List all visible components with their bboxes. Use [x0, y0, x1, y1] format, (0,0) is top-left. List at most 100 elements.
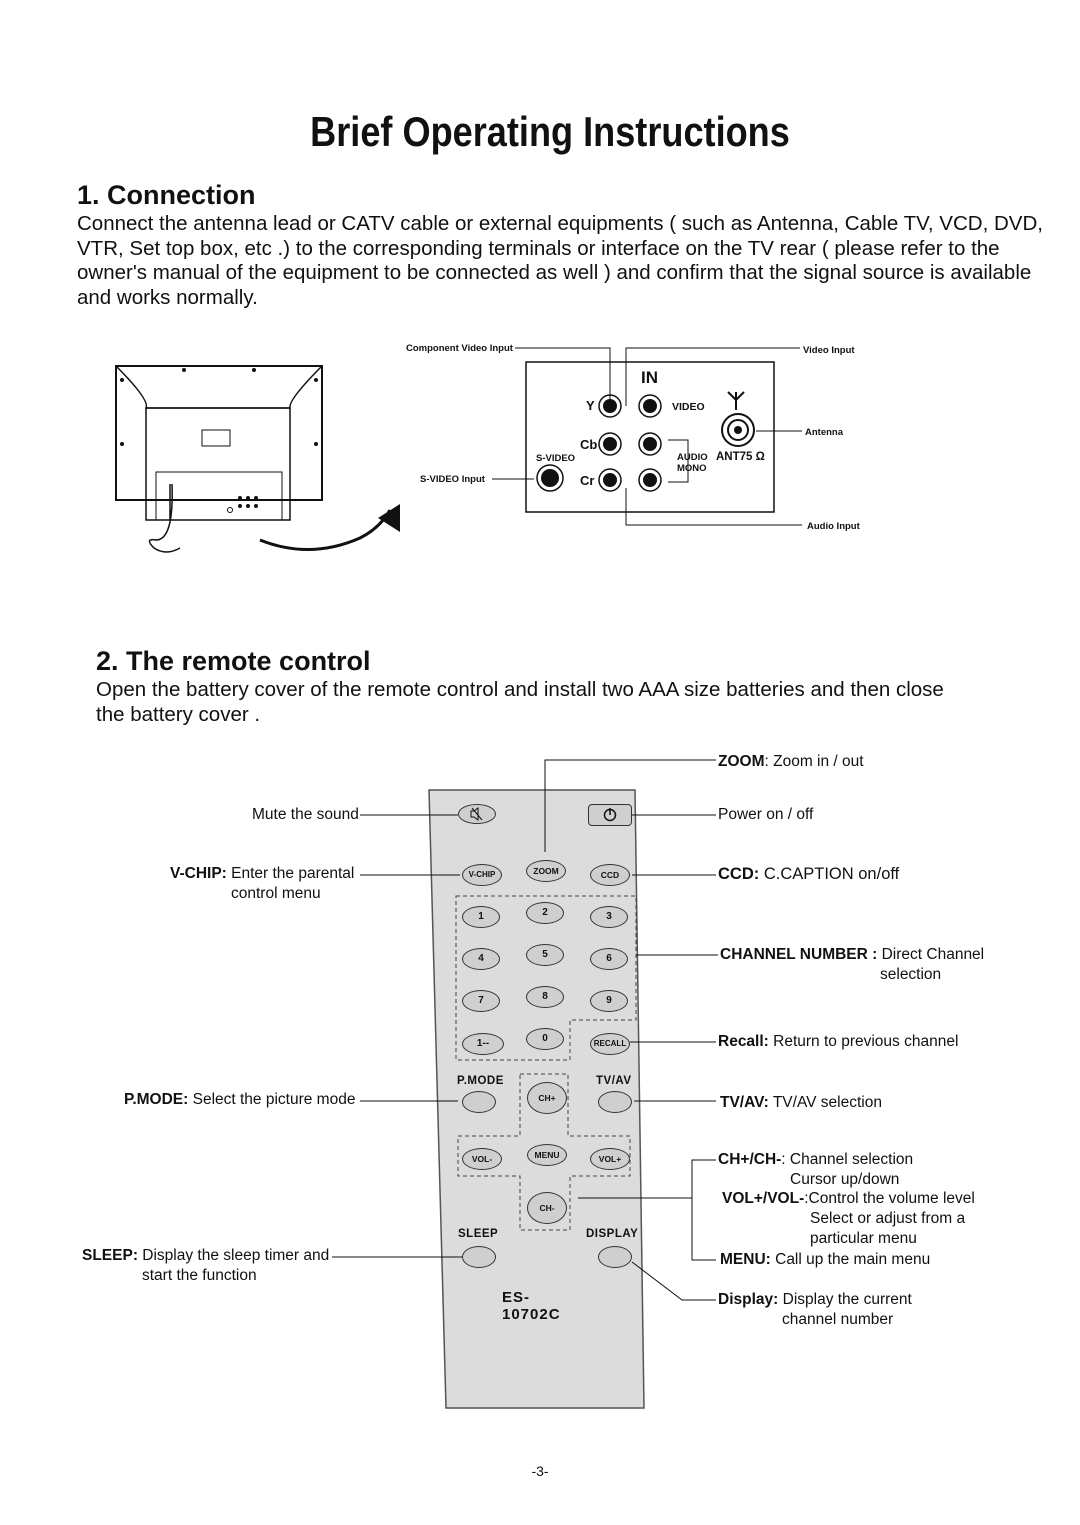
- volume-label-line3: particular menu: [810, 1230, 917, 1247]
- pmode-label: P.MODE: Select the picture mode: [124, 1090, 355, 1110]
- ccd-label: CCD: C.CAPTION on/off: [718, 864, 899, 884]
- power-label: Power on / off: [718, 806, 814, 823]
- zoom-label: ZOOM: Zoom in / out: [718, 752, 864, 772]
- menu-label-text: Call up the main menu: [770, 1251, 931, 1268]
- pmode-label-text: Select the picture mode: [188, 1091, 356, 1108]
- section-1-line: Connect the antenna lead or CATV cable o…: [77, 212, 1043, 235]
- volume-down-button[interactable]: VOL-: [462, 1148, 502, 1170]
- vchip-label: V-CHIP: Enter the parental: [170, 864, 354, 884]
- ccd-label-text: C.CAPTION on/off: [759, 865, 900, 883]
- section-1-text: Connect the antenna lead or CATV cable o…: [77, 212, 1077, 310]
- vchip-label-text: Enter the parental: [226, 865, 355, 882]
- ant-label: ANT75 Ω: [716, 451, 765, 463]
- sleep-label-line2: start the function: [142, 1267, 257, 1284]
- section-1-line: and works normally.: [77, 285, 258, 309]
- page-number: -3-: [531, 1463, 549, 1479]
- digit-3-button[interactable]: 3: [590, 906, 628, 928]
- channel-down-button[interactable]: CH-: [527, 1192, 567, 1224]
- svideo-label: S-VIDEO: [536, 453, 576, 464]
- sleep-label: SLEEP: Display the sleep timer and: [82, 1246, 329, 1266]
- digit-9-button[interactable]: 9: [590, 990, 628, 1012]
- sleep-button[interactable]: [462, 1246, 496, 1268]
- section-2-line: the battery cover .: [96, 702, 261, 726]
- mute-label: Mute the sound: [252, 806, 359, 823]
- menu-label: MENU: Call up the main menu: [720, 1250, 930, 1270]
- section-2-text: Open the battery cover of the remote con…: [96, 678, 996, 727]
- tvav-label-text: TV/AV selection: [768, 1094, 882, 1111]
- channel-up-button[interactable]: CH+: [527, 1082, 567, 1114]
- zoom-label-key: ZOOM: [718, 753, 765, 770]
- channel-number-label-key: CHANNEL NUMBER :: [720, 946, 878, 963]
- digit-1-button[interactable]: 1: [462, 906, 500, 928]
- volume-up-button[interactable]: VOL+: [590, 1148, 630, 1170]
- digit-5-button[interactable]: 5: [526, 944, 564, 966]
- volume-label-line2: Select or adjust from a: [810, 1210, 966, 1227]
- ccd-label-key: CCD:: [718, 865, 760, 883]
- remote-model-label: ES-10702C: [502, 1289, 561, 1323]
- power-icon: [603, 808, 617, 822]
- section-2-line: Open the battery cover of the remote con…: [96, 678, 944, 701]
- page-title: Brief Operating Instructions: [310, 108, 790, 155]
- menu-button[interactable]: MENU: [527, 1144, 567, 1166]
- pmode-button[interactable]: [462, 1091, 496, 1113]
- tvav-key-label: TV/AV: [596, 1075, 632, 1087]
- mute-button[interactable]: [458, 804, 496, 824]
- audio-input-label: Audio Input: [807, 521, 860, 532]
- video-input-label: Video Input: [803, 345, 855, 356]
- sleep-label-text: Display the sleep timer and: [137, 1247, 330, 1264]
- tv-rear-illustration: [115, 365, 400, 553]
- digit-8-button[interactable]: 8: [526, 986, 564, 1008]
- recall-label-text: Return to previous channel: [768, 1033, 959, 1050]
- in-label: IN: [641, 368, 658, 387]
- tvav-label: TV/AV: TV/AV selection: [720, 1093, 882, 1113]
- audio-label: AUDIO: [677, 452, 708, 463]
- cb-label: Cb: [580, 437, 598, 452]
- one-dash-button[interactable]: 1--: [462, 1033, 504, 1055]
- section-2-heading: 2. The remote control: [96, 646, 371, 676]
- channel-number-label: CHANNEL NUMBER : Direct Channel: [720, 945, 984, 965]
- svideo-input-label: S-VIDEO Input: [420, 474, 485, 485]
- zoom-button[interactable]: ZOOM: [526, 860, 566, 882]
- zoom-label-text: : Zoom in / out: [764, 753, 864, 770]
- digit-6-button[interactable]: 6: [590, 948, 628, 970]
- sleep-key-label: SLEEP: [458, 1228, 499, 1240]
- component-video-input-label: Component Video Input: [406, 343, 513, 354]
- channel-number-label-line2: selection: [880, 966, 942, 983]
- digit-2-button[interactable]: 2: [526, 902, 564, 924]
- channel-number-label-text: Direct Channel: [877, 946, 985, 963]
- cr-label: Cr: [580, 473, 595, 488]
- digit-4-button[interactable]: 4: [462, 948, 500, 970]
- volume-label: VOL+/VOL-:Control the volume level: [722, 1189, 975, 1209]
- channel-label-line2: Cursor up/down: [790, 1171, 900, 1188]
- recall-label-key: Recall:: [718, 1033, 769, 1050]
- digit-7-button[interactable]: 7: [462, 990, 500, 1012]
- antenna-label: Antenna: [805, 427, 843, 438]
- section-1-line: owner's manual of the equipment to be co…: [77, 261, 1032, 284]
- sleep-label-key: SLEEP:: [82, 1247, 138, 1264]
- channel-label-text: : Channel selection: [781, 1151, 914, 1168]
- recall-button[interactable]: RECALL: [590, 1033, 630, 1055]
- video-label: VIDEO: [672, 401, 705, 413]
- channel-label-key: CH+/CH-: [718, 1151, 782, 1168]
- connector-panel-diagram: [492, 347, 802, 526]
- mono-label: MONO: [677, 463, 707, 474]
- pmode-key-label: P.MODE: [457, 1075, 504, 1087]
- volume-label-key: VOL+/VOL-: [722, 1190, 805, 1207]
- digit-0-button[interactable]: 0: [526, 1028, 564, 1050]
- power-button[interactable]: [588, 804, 632, 826]
- vchip-label-line2: control menu: [231, 885, 321, 902]
- display-button[interactable]: [598, 1246, 632, 1268]
- display-label-line2: channel number: [782, 1311, 894, 1328]
- display-key-label: DISPLAY: [586, 1228, 639, 1240]
- section-1-heading: 1. Connection: [77, 180, 256, 210]
- volume-label-text: :Control the volume level: [804, 1190, 975, 1207]
- display-label-text: Display the current: [778, 1291, 912, 1308]
- menu-label-key: MENU:: [720, 1251, 771, 1268]
- recall-label: Recall: Return to previous channel: [718, 1032, 958, 1052]
- display-label: Display: Display the current: [718, 1290, 912, 1310]
- ccd-button[interactable]: CCD: [590, 864, 630, 886]
- y-label: Y: [586, 398, 595, 413]
- vchip-button[interactable]: V-CHIP: [462, 864, 502, 886]
- vchip-label-key: V-CHIP:: [170, 865, 227, 882]
- tvav-button[interactable]: [598, 1091, 632, 1113]
